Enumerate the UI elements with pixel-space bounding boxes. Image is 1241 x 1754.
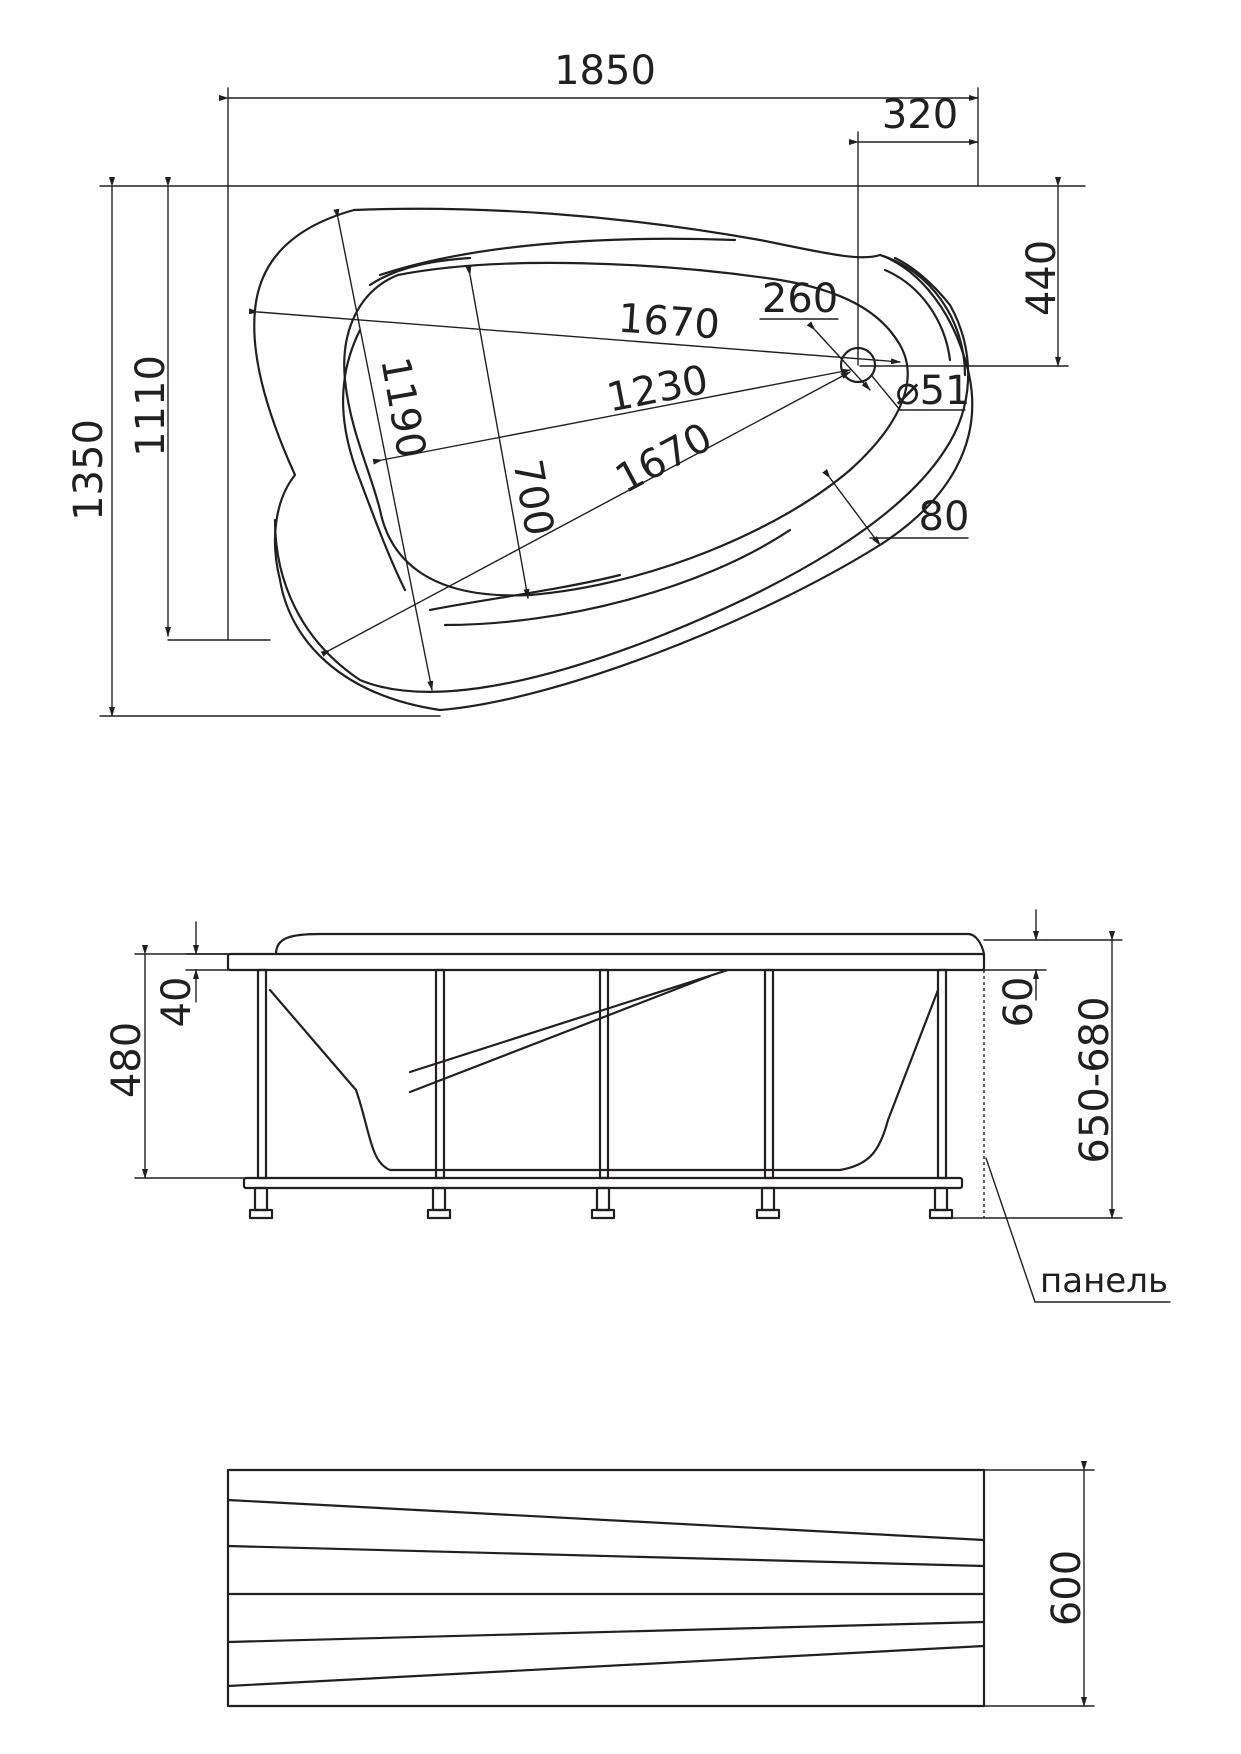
dim-1850: 1850 — [554, 48, 656, 94]
front-panel — [226, 1468, 986, 1708]
dim-440: 440 — [1019, 240, 1065, 316]
dim-diameter-51: ⌀51 — [896, 368, 971, 414]
dim-1350: 1350 — [66, 419, 112, 521]
panel-view: 600 — [226, 1461, 1095, 1708]
dim-260: 260 — [762, 276, 838, 322]
dim-650-680: 650-680 — [1072, 996, 1118, 1163]
dim-60: 60 — [996, 977, 1042, 1028]
side-view: 40 480 60 650-680 панель — [104, 909, 1171, 1303]
dim-80: 80 — [919, 494, 970, 540]
dim-320: 320 — [882, 92, 958, 138]
dim-600: 600 — [1044, 1550, 1090, 1626]
dim-1670-upper: 1670 — [617, 296, 722, 349]
dim-700: 700 — [504, 456, 563, 539]
dim-1230: 1230 — [603, 357, 712, 422]
dim-40: 40 — [154, 977, 200, 1028]
top-view: 1850 320 440 1350 1110 1670 260 1230 167… — [66, 48, 1086, 717]
frame-legs — [248, 968, 954, 1220]
side-basin — [268, 988, 940, 1172]
panel-label: панель — [1040, 1261, 1168, 1301]
dim-480: 480 — [104, 1022, 150, 1098]
dim-1670-lower: 1670 — [608, 414, 719, 502]
dim-1190: 1190 — [371, 354, 434, 462]
dim-1110: 1110 — [128, 355, 174, 457]
